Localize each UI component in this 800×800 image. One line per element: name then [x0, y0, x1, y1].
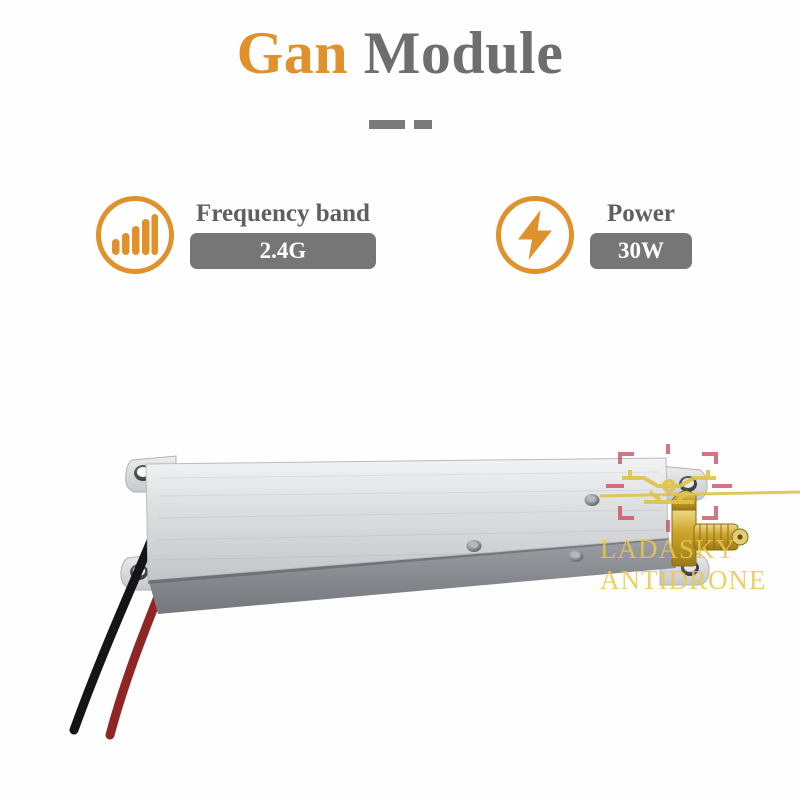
- title-main-word: Module: [363, 20, 564, 86]
- spec-power-text: Power 30W: [590, 201, 692, 269]
- spec-power-label: Power: [606, 200, 676, 227]
- spec-frequency-value-badge: 2.4G: [190, 233, 376, 269]
- title-text: Gan Module: [0, 22, 800, 85]
- dashes-divider-icon: [0, 120, 800, 129]
- title-accent-word: Gan: [236, 20, 349, 86]
- signal-bars-icon: [96, 196, 174, 274]
- spec-row: Frequency band 2.4G Power 30W: [0, 196, 800, 300]
- spec-power-value-badge: 30W: [590, 233, 692, 269]
- divider-dash-long: [368, 120, 405, 129]
- spec-frequency-label: Frequency band: [196, 200, 370, 227]
- spec-frequency-band: Frequency band 2.4G: [96, 196, 376, 274]
- spec-power: Power 30W: [496, 196, 692, 274]
- spec-frequency-text: Frequency band 2.4G: [190, 201, 376, 269]
- product-image: [0, 400, 800, 800]
- divider-dash-short: [413, 120, 432, 129]
- lightning-bolt-icon: [496, 196, 574, 274]
- page-title: Gan Module: [0, 22, 800, 85]
